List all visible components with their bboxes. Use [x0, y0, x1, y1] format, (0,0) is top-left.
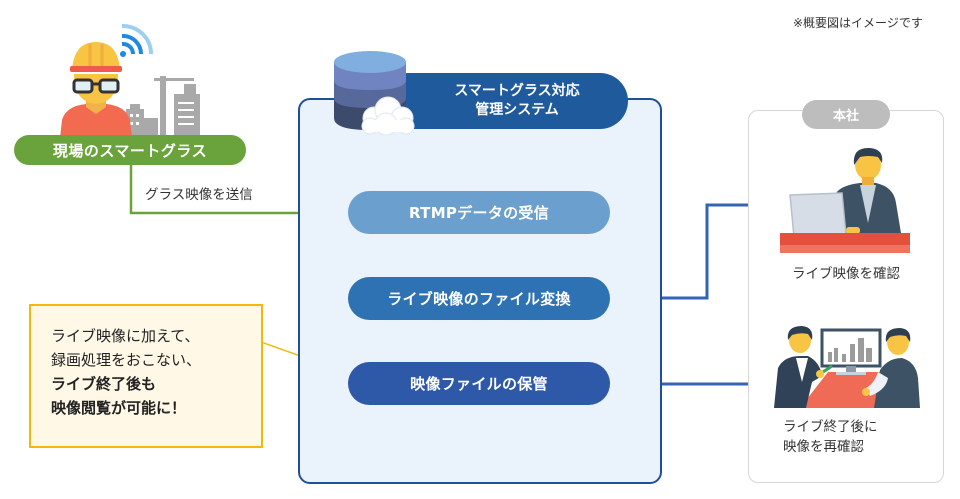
hq-archive-view-label: ライブ終了後に 映像を再確認 — [783, 417, 878, 457]
site-smart-glasses-label: 現場のスマートグラス — [14, 135, 246, 165]
hq-archive-view-line2: 映像を再確認 — [783, 439, 864, 455]
feature-callout: ライブ映像に加えて、 録画処理をおこない、 ライブ終了後も 映像閲覧が可能に！ — [29, 304, 263, 448]
hq-archive-view-line1: ライブ終了後に — [783, 419, 878, 435]
step-video-storage: 映像ファイルの保管 — [348, 362, 610, 405]
callout-line1: ライブ映像に加えて、 — [51, 327, 200, 345]
headquarters-panel — [748, 110, 944, 483]
database-cloud-icon — [334, 51, 415, 136]
callout-line2: 録画処理をおこない、 — [51, 351, 202, 369]
hq-live-view-label: ライブ映像を確認 — [792, 266, 900, 282]
callout-line3: ライブ終了後も — [51, 375, 157, 393]
step-live-file-convert: ライブ映像のファイル変換 — [348, 277, 610, 320]
worker-with-smart-glasses-icon — [60, 23, 200, 138]
person-at-laptop-icon — [780, 147, 910, 253]
step-rtmp-receive: RTMPデータの受信 — [348, 191, 610, 234]
send-video-label: グラス映像を送信 — [145, 187, 253, 203]
callout-line4: 映像閲覧が可能に！ — [51, 399, 187, 417]
headquarters-badge: 本社 — [802, 100, 890, 129]
system-title-line1: スマートグラス対応 — [454, 83, 580, 99]
system-title: スマートグラス対応 管理システム — [380, 73, 628, 129]
meeting-review-icon — [774, 326, 920, 408]
disclaimer-note: ※概要図はイメージです — [793, 16, 923, 30]
system-title-line2: 管理システム — [475, 102, 559, 118]
